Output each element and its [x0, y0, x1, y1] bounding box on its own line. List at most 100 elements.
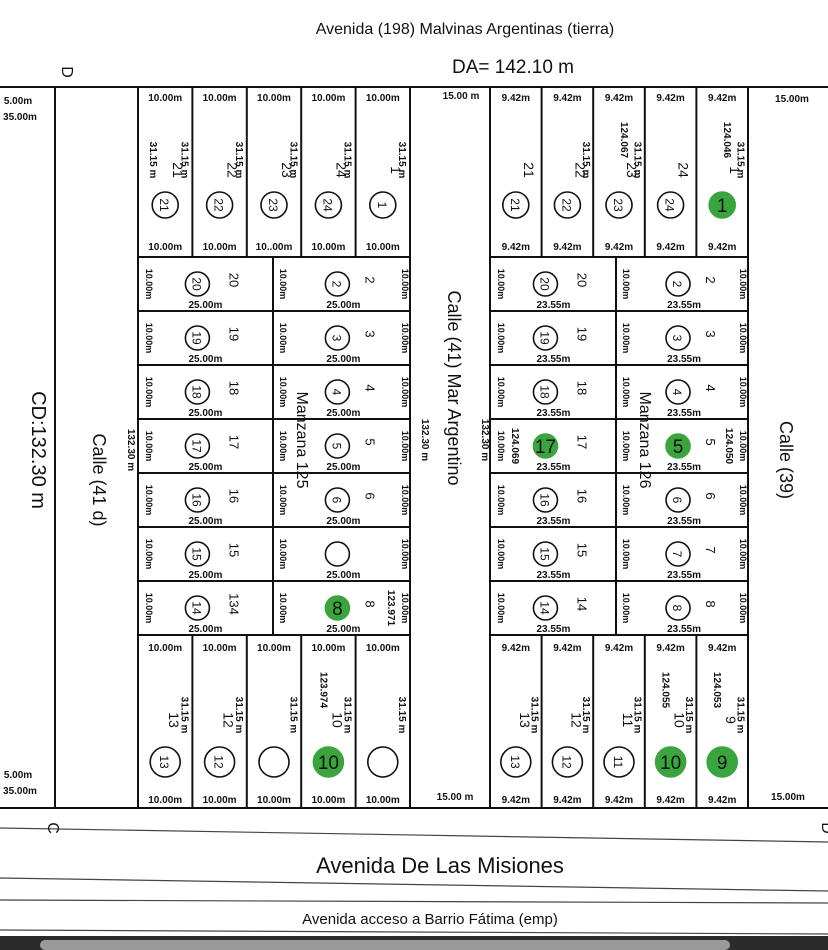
- manzana-125-row-left-number: 19: [226, 327, 241, 341]
- manzana-125-bottom-lot-circle: [258, 746, 290, 778]
- manzana-126-bottom-lot-number: 13: [517, 712, 533, 728]
- manzana-125-row-left-circle-label: 17: [189, 439, 203, 453]
- manzana-126-row-right-circle-label: 2: [670, 281, 684, 288]
- manzana-125-bottom-width: 10.00m: [148, 643, 182, 654]
- manzana-125-top-lot-number: 21: [170, 162, 186, 178]
- manzana-125-row-right-width: 25.00m: [326, 408, 360, 419]
- manzana-126-top-depth: 31.15 m: [631, 142, 642, 179]
- manzana-126-top-lot-circle-label: 24: [663, 198, 677, 212]
- manzana-126-bottom-width: 9.42m: [502, 643, 530, 654]
- street-left-label: Calle (41 d): [89, 433, 109, 526]
- manzana-125-row-left-circle: [184, 541, 211, 567]
- manzana-126-bottom-width-bottom: 9.42m: [656, 795, 684, 806]
- manzana-126-row-right-depth: 10.00m: [738, 593, 748, 624]
- manzana-126-row-left-circle: [532, 433, 559, 459]
- manzana-125-top-depth: 31.15 m: [233, 142, 244, 179]
- manzana-126-row-left-circle-label: 14: [537, 601, 551, 615]
- manzana-125-bottom-depth: 31.15 m: [287, 697, 298, 734]
- manzana-126-row-right-width: 23.55m: [667, 570, 701, 581]
- manzana-126-top-lot-circle: [605, 191, 633, 219]
- manzana-125-bottom-lot-circle: [149, 746, 181, 778]
- manzana-125-row-left-circle-label: 19: [189, 331, 203, 345]
- manzana-126-top-lot-number: 21: [521, 162, 537, 178]
- manzana-126-row-right-number: 3: [703, 330, 718, 337]
- avenue-line-1: [0, 827, 828, 843]
- manzana-125-row-left-circle-label: 15: [189, 547, 203, 561]
- manzana-126-row-left-width: 23.55m: [536, 300, 570, 311]
- manzana-125-row-left-circle: [184, 325, 211, 351]
- manzana-126-row-right-width: 23.55m: [667, 300, 701, 311]
- manzana-125-top-lot-circle: [151, 191, 179, 219]
- manzana-126-top-lot-area: 124.067: [618, 122, 629, 159]
- manzana-126-bottom-depth: 31.15 m: [580, 697, 591, 734]
- manzana-125-row-left-circle-label: 20: [189, 277, 203, 291]
- corner-top-left: D: [58, 66, 75, 78]
- manzana-126-label: Manzana 126: [636, 392, 653, 489]
- manzana-125-row-left-depth: 10.00m: [144, 485, 154, 516]
- manzana-125-row-left-number: 18: [226, 381, 241, 395]
- manzana-125-row-left-circle: [184, 595, 211, 621]
- manzana-126-row-right-circle-label: 6: [670, 497, 684, 504]
- manzana-126-row-right-number: 4: [703, 384, 718, 391]
- manzana-125-top-lot-circle-label: 1: [375, 202, 389, 209]
- side-left-length: 132.30 m: [125, 429, 136, 471]
- manzana-126-top-lot-number: 23: [624, 162, 640, 178]
- manzana-126-top-width: 9.42m: [656, 93, 684, 104]
- manzana-125-row-left-circle: [184, 379, 211, 405]
- manzana-125-row-right-width: 25.00m: [326, 570, 360, 581]
- manzana-125-top-width: 10.00m: [148, 93, 182, 104]
- manzana-125-top-width: 10.00m: [257, 93, 291, 104]
- manzana-125-row-right-depth: 10.00m: [400, 485, 410, 516]
- manzana-125-row-right-circle: [324, 379, 351, 405]
- manzana-125-row-left-number: 17: [226, 435, 241, 449]
- manzana-126-bottom-width-bottom: 9.42m: [553, 795, 581, 806]
- manzana-125-row-left-width: 25.00m: [188, 354, 222, 365]
- manzana-126-bottom-lot-circle-label: 11: [611, 756, 625, 769]
- manzana-125-row-mid-depth: 10.00m: [278, 269, 288, 300]
- manzana-125-row-right-depth: 10.00m: [400, 269, 410, 300]
- manzana-125-bottom-depth: 31.15 m: [342, 697, 353, 734]
- manzana-126-row-left-width: 23.55m: [536, 408, 570, 419]
- manzana-125-bottom-width-bottom: 10.00m: [257, 795, 291, 806]
- manzana-125-row-left-circle: [184, 487, 211, 513]
- manzana-125-row-left-number: 15: [226, 543, 241, 557]
- manzana-125-bottom-lot-circle-label: 13: [157, 755, 171, 769]
- manzana-125-bottom-lot-number: 13: [166, 712, 182, 728]
- manzana-126-row-right-circle: [665, 325, 691, 351]
- manzana-126-bottom-lot-circle-label: 9: [717, 753, 728, 774]
- manzana-125-top-width-bottom: 10.00m: [148, 242, 182, 253]
- manzana-126-row-left-number: 19: [574, 327, 589, 341]
- manzana-126-row-right-circle-label: 7: [670, 551, 684, 558]
- manzana-125-top-depth-2: 31.15 m: [147, 142, 158, 179]
- manzana-126-bottom-lot-area: 124.053: [711, 672, 722, 709]
- manzana-126-bottom-width: 9.42m: [656, 643, 684, 654]
- manzana-125-bottom-depth: 31.15 m: [396, 697, 407, 734]
- manzana-125-row-right-width: 25.00m: [326, 462, 360, 473]
- manzana-126-top-lot-circle-label: 22: [559, 198, 573, 212]
- manzana-125-top-width-bottom: 10.00m: [203, 242, 237, 253]
- manzana-125-row-right-circle-label: 5: [329, 443, 343, 450]
- manzana-126-row-right-circle: [665, 541, 691, 567]
- side-right-length: 132.30 m: [479, 419, 490, 461]
- manzana-126-row-right-circle: [665, 433, 691, 459]
- manzana-125-row-right-number: 6: [362, 492, 377, 499]
- manzana-126-bottom-lot-circle-label: 13: [508, 755, 522, 769]
- manzana-126-bottom-lot-number: 12: [568, 712, 584, 728]
- manzana-125-row-left-width: 25.00m: [188, 462, 222, 473]
- road-bottom-1-label: Avenida De Las Misiones: [316, 853, 564, 878]
- manzana-126-row-left-circle: [532, 487, 559, 513]
- manzana-126-row-mid-depth: 10.00m: [621, 431, 631, 462]
- manzana-125-row-right-width: 25.00m: [326, 516, 360, 527]
- manzana-125-bottom-width: 10.00m: [366, 643, 400, 654]
- manzana-126-top-lot-circle-label: 21: [508, 198, 522, 212]
- manzana-125-row-right-circle: [324, 433, 351, 459]
- manzana-126-bottom-width-bottom: 9.42m: [605, 795, 633, 806]
- manzana-125-top-width-bottom: 10.00m: [366, 242, 400, 253]
- manzana-125-row-left-width: 25.00m: [188, 516, 222, 527]
- manzana-125-row-left-depth: 10.00m: [144, 431, 154, 462]
- manzana-126-row-right-depth: 10.00m: [738, 431, 748, 462]
- manzana-126-bottom-width: 9.42m: [553, 643, 581, 654]
- manzana-126-row-right-circle-label: 8: [670, 605, 684, 612]
- manzana-125-bottom-width-bottom: 10.00m: [311, 795, 345, 806]
- manzana-125-row-right-number: 8: [362, 600, 377, 607]
